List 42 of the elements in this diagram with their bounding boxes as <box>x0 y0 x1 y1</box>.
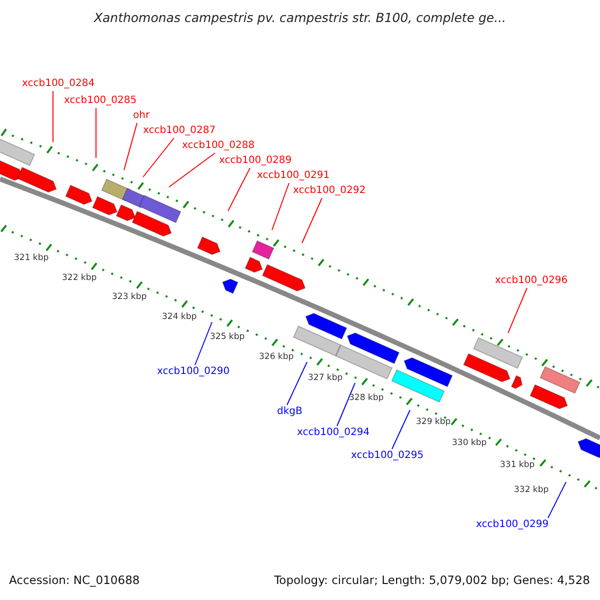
gene-label: xccb100_0288 <box>182 140 255 152</box>
leader-line <box>508 288 528 334</box>
title: Xanthomonas campestris pv. campestris str. B100, complete ge... <box>92 12 508 24</box>
gene-label: ohr <box>133 110 150 122</box>
leader-line <box>52 90 54 142</box>
scale-label: 324 kbp <box>162 311 197 323</box>
gene-label: xccb100_0296 <box>495 275 568 287</box>
gene-label: xccb100_0287 <box>143 125 216 137</box>
scale-label: 330 kbp <box>452 437 487 449</box>
gene-label: xccb100_0290 <box>157 366 230 378</box>
footer-text: Accession: NC_010688 <box>9 574 140 586</box>
gene-label: xccb100_0291 <box>257 170 330 182</box>
scale-label: 329 kbp <box>416 416 451 428</box>
leader-line <box>286 362 308 406</box>
leader-line <box>168 152 216 188</box>
leader-line <box>392 410 410 450</box>
gene-label: xccb100_0285 <box>64 95 137 107</box>
leader-line <box>228 168 250 212</box>
scale-label: 331 kbp <box>500 459 535 471</box>
footer-text: Topology: circular; Length: 5,079,002 bp; Genes: 4,528 <box>274 574 590 586</box>
gene-label: xccb100_0294 <box>297 427 370 439</box>
gene-label: xccb100_0295 <box>351 450 424 462</box>
scale-label: 325 kbp <box>210 331 245 343</box>
gene-label: xccb100_0292 <box>293 185 366 197</box>
scale-label: 321 kbp <box>14 252 49 264</box>
gene-label: xccb100_0289 <box>219 155 292 167</box>
gene-label: dkgB <box>277 406 302 418</box>
scale-label: 327 kbp <box>308 372 343 384</box>
scale-label: 323 kbp <box>112 291 147 303</box>
scale-label: 328 kbp <box>349 392 384 404</box>
scale-label: 322 kbp <box>62 272 97 284</box>
gene-label: xccb100_0284 <box>22 78 95 90</box>
leader-line <box>548 482 566 518</box>
leader-line <box>302 198 322 244</box>
leader-line <box>142 138 174 178</box>
leader-line <box>124 122 138 170</box>
gene-label: xccb100_0299 <box>476 519 549 531</box>
scale-label: 332 kbp <box>514 484 549 496</box>
leader-line <box>194 322 212 366</box>
leader-line <box>336 382 356 426</box>
scale-label: 326 kbp <box>259 351 294 363</box>
leader-line <box>272 182 290 230</box>
